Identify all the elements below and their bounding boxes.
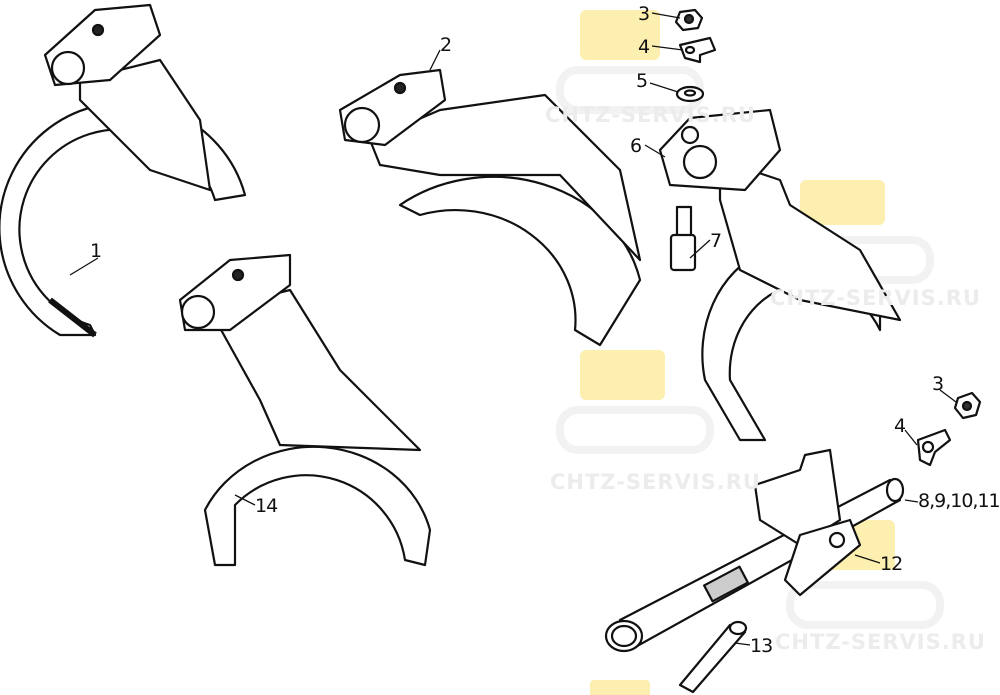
shift-fork-2 bbox=[338, 68, 642, 347]
part-label-3: 3 bbox=[638, 3, 650, 25]
part-label-8-11: 8,9,10,11 bbox=[918, 490, 1000, 512]
watermark-text: CHTZ-SERVIS.RU bbox=[545, 103, 756, 127]
shift-fork-6 bbox=[658, 108, 902, 442]
watermark-text: CHTZ-SERVIS.RU bbox=[770, 286, 981, 310]
leader-lines bbox=[69, 12, 957, 646]
shift-fork-1 bbox=[0, 3, 247, 338]
watermark-text: CHTZ-SERVIS.RU bbox=[775, 630, 986, 654]
part-label-1: 1 bbox=[90, 240, 102, 262]
part-label-4: 4 bbox=[638, 36, 650, 58]
lock-washer-icon bbox=[678, 36, 717, 64]
washer-icon bbox=[675, 85, 705, 103]
screw-icon bbox=[678, 620, 748, 694]
shift-fork-14 bbox=[178, 253, 432, 567]
part-label-5: 5 bbox=[636, 70, 648, 92]
nut-icon bbox=[953, 391, 982, 420]
part-label-7: 7 bbox=[710, 230, 722, 252]
part-label-6: 6 bbox=[630, 135, 642, 157]
part-label-3: 3 bbox=[932, 373, 944, 395]
part-label-4: 4 bbox=[894, 415, 906, 437]
part-label-14: 14 bbox=[255, 495, 278, 517]
part-label-2: 2 bbox=[440, 34, 452, 56]
nut-icon bbox=[674, 8, 704, 32]
pin-icon bbox=[669, 205, 697, 272]
lock-washer-icon bbox=[916, 428, 952, 467]
part-label-12: 12 bbox=[880, 553, 903, 575]
watermark-text: CHTZ-SERVIS.RU bbox=[550, 470, 761, 494]
part-label-13: 13 bbox=[750, 635, 773, 657]
shift-rod-assembly bbox=[604, 448, 905, 653]
